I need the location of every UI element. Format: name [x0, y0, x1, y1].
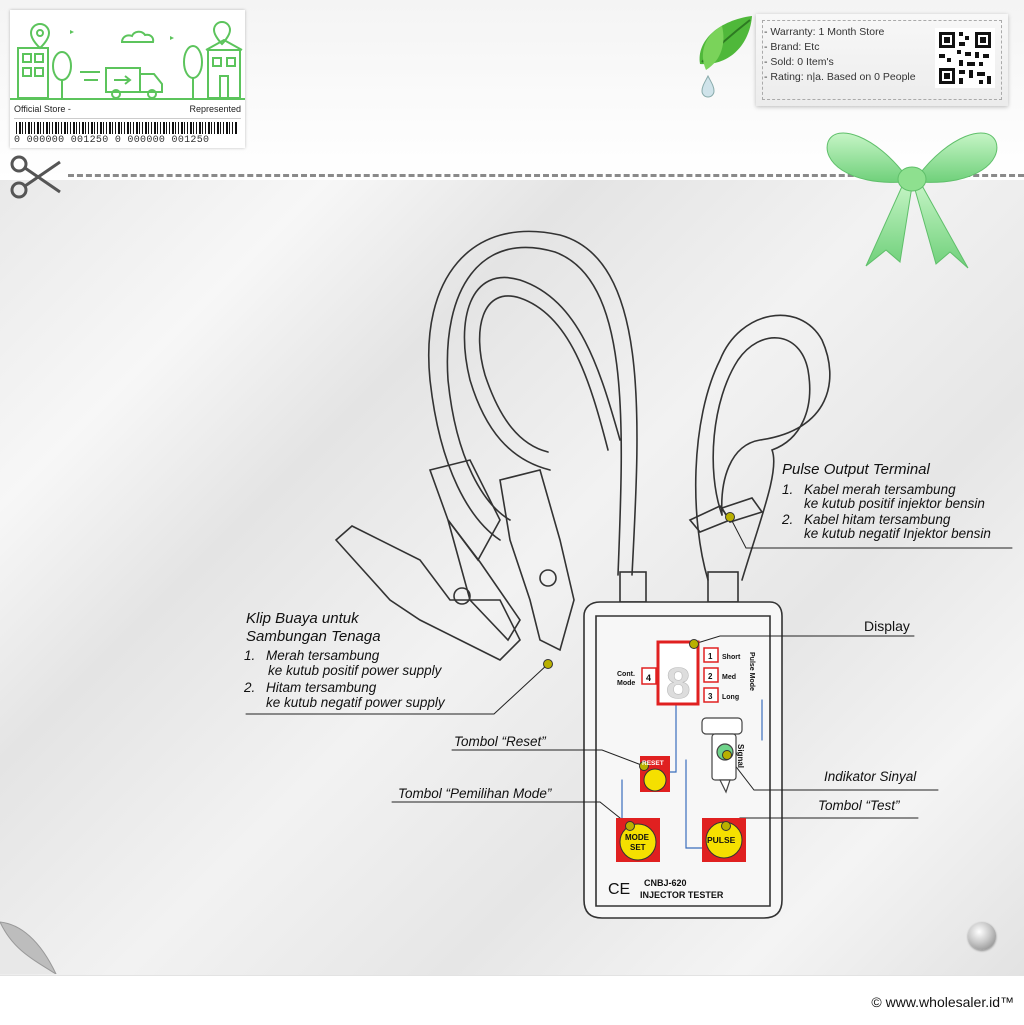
- pulse-item1-num: 1.: [782, 482, 794, 497]
- clip-black-body: [499, 469, 575, 652]
- qr-code: [935, 28, 995, 88]
- product-text: INJECTOR TESTER: [640, 890, 724, 900]
- clip-item1-num: 1.: [244, 648, 256, 663]
- store-caption: Official Store - Represented: [14, 104, 241, 119]
- callout-dot-signal: [722, 750, 732, 760]
- clip-title-line1: Klip Buaya untuk: [246, 610, 359, 627]
- info-rating: - Rating: n|a. Based on 0 People: [764, 71, 916, 83]
- info-sold: - Sold: 0 Item's: [764, 56, 834, 68]
- pulse-cable-inner: [712, 337, 811, 581]
- clip-item1: 1. Merah tersambung: [244, 648, 379, 663]
- pulse-item2: 2. Kabel hitam tersambung: [782, 512, 950, 527]
- power-cable-outer: [428, 230, 638, 576]
- long-box: [703, 687, 719, 703]
- callout-dot-test: [721, 821, 731, 831]
- leaf-icon: [699, 16, 752, 98]
- store-label-left: Official Store -: [14, 104, 71, 114]
- clip-title-line2: Sambungan Tenaga: [246, 628, 381, 645]
- pulse-item1-line2: ke kutub positif injektor bensin: [804, 496, 985, 511]
- pulse-item1: 1. Kabel merah tersambung: [782, 482, 956, 497]
- clip-item2-num: 2.: [244, 680, 256, 695]
- pulse-item1-line1: Kabel merah tersambung: [804, 482, 956, 497]
- barcode: [16, 122, 238, 134]
- callout-dot-mode: [625, 821, 635, 831]
- mode-label: Tombol “Pemilihan Mode”: [398, 786, 552, 801]
- display-digit: 8: [666, 659, 690, 708]
- power-cable-loop2b: [478, 295, 609, 453]
- cont-mode-line2: Mode: [617, 680, 635, 687]
- clip-item1-line1: Merah tersambung: [266, 648, 380, 663]
- info-warranty: - Warranty: 1 Month Store: [764, 26, 885, 38]
- med-num: 2: [708, 672, 713, 681]
- power-cable-loop2: [463, 276, 621, 471]
- test-label: Tombol “Test”: [818, 798, 900, 813]
- signal-text: Signal: [736, 744, 745, 768]
- product-info-list: - Warranty: 1 Month Store - Brand: Etc -…: [764, 25, 916, 85]
- cont-mode-value: 4: [646, 673, 651, 683]
- power-cable-inner: [446, 246, 623, 576]
- reset-text: RESET: [642, 760, 664, 767]
- callout-dot-reset: [639, 761, 649, 771]
- short-box: [703, 647, 719, 663]
- display-label: Display: [864, 618, 910, 634]
- cut-line: [68, 174, 1024, 177]
- long-label: Long: [722, 694, 739, 701]
- ribbon-bow-icon: [826, 132, 998, 269]
- signal-label: Indikator Sinyal: [824, 769, 917, 784]
- store-illustration: [10, 20, 245, 100]
- clip-item1-line2: ke kutub positif power supply: [268, 663, 442, 678]
- pulse-item2-num: 2.: [782, 512, 794, 527]
- content-background: [0, 180, 1024, 980]
- footer-background: [0, 975, 1024, 1025]
- pulse-output-title: Pulse Output Terminal: [782, 461, 930, 478]
- callout-dot-display: [689, 639, 699, 649]
- med-label: Med: [722, 674, 736, 681]
- clip-red-body: [334, 525, 521, 661]
- screw-icon: [968, 922, 996, 950]
- pulse-item2-line2: ke kutub negatif Injektor bensin: [804, 526, 991, 541]
- scissors-icon: [10, 155, 61, 199]
- store-label-right: Represented: [189, 104, 241, 114]
- cont-mode-box: [641, 667, 657, 685]
- model-text: CNBJ-620: [644, 878, 687, 888]
- reset-label: Tombol “Reset”: [454, 734, 546, 749]
- pulse-item2-line1: Kabel hitam tersambung: [804, 512, 951, 527]
- ce-mark: CE: [608, 881, 630, 898]
- mode-set-button: [619, 823, 657, 861]
- barcode-number: 0 000000 001250 0 000000 001250: [14, 135, 210, 146]
- short-num: 1: [708, 652, 713, 661]
- mode-set-line1: MODE: [625, 833, 650, 842]
- clip-item2-line2: ke kutub negatif power supply: [266, 695, 445, 710]
- pulse-mode-label: Pulse Mode: [748, 652, 755, 691]
- clip-item2-line1: Hitam tersambung: [266, 680, 377, 695]
- pulse-cable-outer: [694, 314, 831, 581]
- reset-button: [643, 768, 667, 792]
- callout-dot-pulse: [725, 512, 735, 522]
- mode-set-line2: SET: [630, 843, 646, 852]
- page-curl-icon: [0, 921, 57, 974]
- seven-segment-display: [656, 640, 700, 706]
- med-box: [703, 667, 719, 683]
- short-label: Short: [722, 654, 741, 661]
- info-brand: - Brand: Etc: [764, 41, 820, 53]
- store-card: Official Store - Represented 0 000000 00…: [10, 10, 245, 148]
- copyright[interactable]: © www.wholesaler.id™: [871, 994, 1014, 1010]
- pulse-button-text: PULSE: [707, 835, 736, 845]
- callout-dot-clip: [543, 659, 553, 669]
- long-num: 3: [708, 692, 713, 701]
- cont-mode-line1: Cont.: [617, 671, 635, 678]
- clip-item2: 2. Hitam tersambung: [244, 680, 376, 695]
- info-dashed-frame: [762, 20, 1002, 100]
